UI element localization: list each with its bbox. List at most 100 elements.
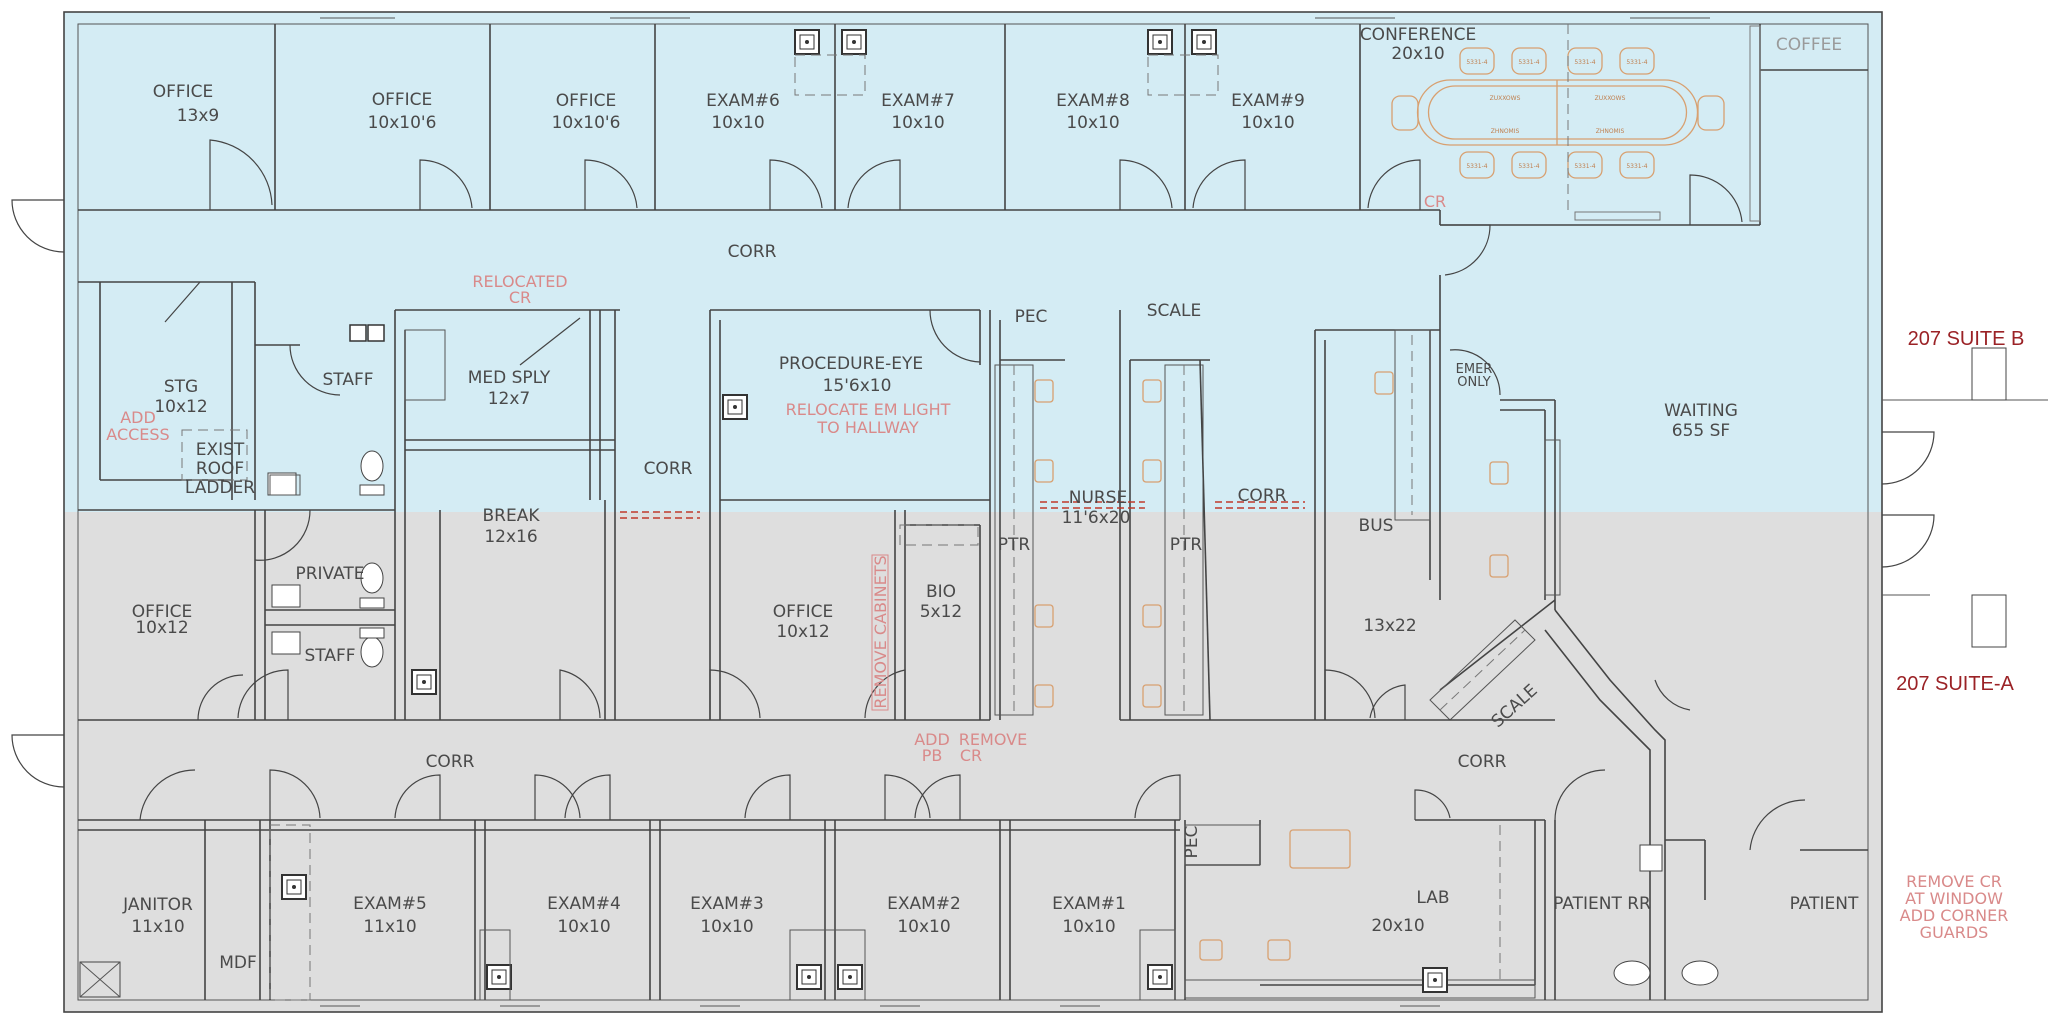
room-waiting-size: 655 SF [1672,421,1730,441]
sink-icon [281,874,307,900]
room-exam8-size: 10x10 [1066,113,1119,133]
room-exam9-size: 10x10 [1241,113,1294,133]
toilet-icon [359,562,385,609]
sink-icon [796,964,822,990]
room-exam1-size: 10x10 [1062,917,1115,937]
room-pec-low-name: PEC [1182,826,1202,859]
toilet-icon [359,627,385,668]
sink-icon [411,669,437,695]
demo-lines [620,501,1305,519]
room-office-left-size: 10x12 [135,618,188,638]
room-corr-nurse-name: CORR [1238,486,1287,506]
room-private-name: PRIVATE [295,564,364,584]
corridor-doors [78,669,1691,721]
room-break-size: 12x16 [484,527,537,547]
room-exam2-size: 10x10 [897,917,950,937]
room-stg-size: 10x12 [154,397,207,417]
room-office-a-name: OFFICE [372,90,433,110]
room-exist-line2: ROOF [196,459,244,479]
note-relocated-cr-line1: RELOCATED [472,272,567,291]
room-conference-size: 20x10 [1391,44,1444,64]
room-cr-conf: CR [1424,192,1446,211]
patient-rr-sink [1639,844,1663,872]
room-lab-size: 20x10 [1371,916,1424,936]
staff-sink [267,472,297,496]
bottom-doors [139,769,1806,851]
suite-b-label: 207 SUITE B [1908,328,2025,350]
room-exam1-name: EXAM#1 [1052,894,1126,914]
sink-counter [271,584,301,608]
room-med-sply-name: MED SPLY [468,368,551,388]
room-exam3-size: 10x10 [700,917,753,937]
room-exam7-name: EXAM#7 [881,91,955,111]
room-exist-line3: LADDER [185,478,255,498]
note-add-pb-line1: ADD [914,730,950,749]
sink-icon [722,394,748,420]
room-bus-name: BUS [1359,516,1394,536]
room-procedure-eye-size: 15'6x10 [823,376,892,396]
room-janitor-name: JANITOR [122,895,193,915]
sink-icon [486,964,512,990]
sink-icon [1422,967,1448,993]
note-add-access-line2: ACCESS [106,425,169,444]
room-staff-top-name: STAFF [322,370,373,390]
room-corr-low-right-name: CORR [1458,752,1507,772]
room-office-mid-size: 10x12 [776,622,829,642]
conference-table: ZUXXOWS ZUXXOWS ZHNOMIS ZHNOMIS 5331-4 5… [1391,24,1761,222]
nurse-chairs [1034,371,1509,961]
room-patient-rr-name: PATIENT RR [1553,894,1651,914]
note-window-line3: ADD CORNER [1900,906,2009,925]
chair-label: 5331-4 [1626,59,1647,66]
room-corr-mid-name: CORR [644,459,693,479]
room-ptr-left-name: PTR [998,535,1031,555]
room-labels: OFFICE 13x9 OFFICE 10x10'6 OFFICE 10x10'… [122,25,1859,973]
conference-chairs [1391,47,1725,179]
room-lab-name: LAB [1416,888,1449,908]
sink-icon [837,964,863,990]
room-exam4-name: EXAM#4 [547,894,621,914]
sink-counter [271,631,301,655]
table-label-top: ZUXXOWS [1595,95,1626,102]
toilet-icons [79,450,1719,998]
sink-icon [1147,29,1173,55]
janitor-sink [79,961,121,998]
table-label-bottom: ZHNOMIS [1491,128,1520,135]
room-bio-size: 5x12 [920,602,963,622]
room-staff-low-name: STAFF [304,646,355,666]
toilet-icon [359,450,385,496]
room-exam2-name: EXAM#2 [887,894,961,914]
chair-label: 5331-4 [1574,59,1595,66]
room-med-sply-size: 12x7 [488,389,531,409]
annotation-notes: RELOCATED CR ADD ACCESS RELOCATE EM LIGH… [106,272,2008,942]
room-exam6-name: EXAM#6 [706,91,780,111]
suite-a-label: 207 SUITE-A [1896,673,2014,695]
chair-label: 5331-4 [1466,59,1487,66]
room-office-13x9-name: OFFICE [153,82,214,102]
note-add-access-line1: ADD [120,408,156,427]
chair-label: 5331-4 [1574,163,1595,170]
chair-label: 5331-4 [1518,59,1539,66]
note-relocate-em-line1: RELOCATE EM LIGHT [786,400,951,419]
room-scale-top-name: SCALE [1147,301,1202,321]
room-exam5-name: EXAM#5 [353,894,427,914]
room-patient-name: PATIENT [1790,894,1859,914]
suite-b-marker [1971,347,2007,401]
room-janitor-size: 11x10 [131,917,184,937]
room-office-b-size: 10x10'6 [552,113,621,133]
exterior-walls [63,11,2048,1013]
room-nurse-name: NURSE [1069,488,1128,508]
note-remove-cr-line2: CR [960,746,982,765]
room-procedure-eye-name: PROCEDURE-EYE [779,354,923,374]
room-office-13x9-size: 13x9 [177,106,220,126]
room-break-name: BREAK [483,506,541,526]
sink-icon [349,324,385,342]
room-emer-line2: ONLY [1457,375,1490,390]
room-exam3-name: EXAM#3 [690,894,764,914]
chair-label: 5331-4 [1466,163,1487,170]
room-reception-size: 13x22 [1363,616,1416,636]
table-label-top: ZUXXOWS [1490,95,1521,102]
room-exam8-name: EXAM#8 [1056,91,1130,111]
room-waiting-name: WAITING [1664,401,1738,421]
room-stg-name: STG [164,377,198,397]
